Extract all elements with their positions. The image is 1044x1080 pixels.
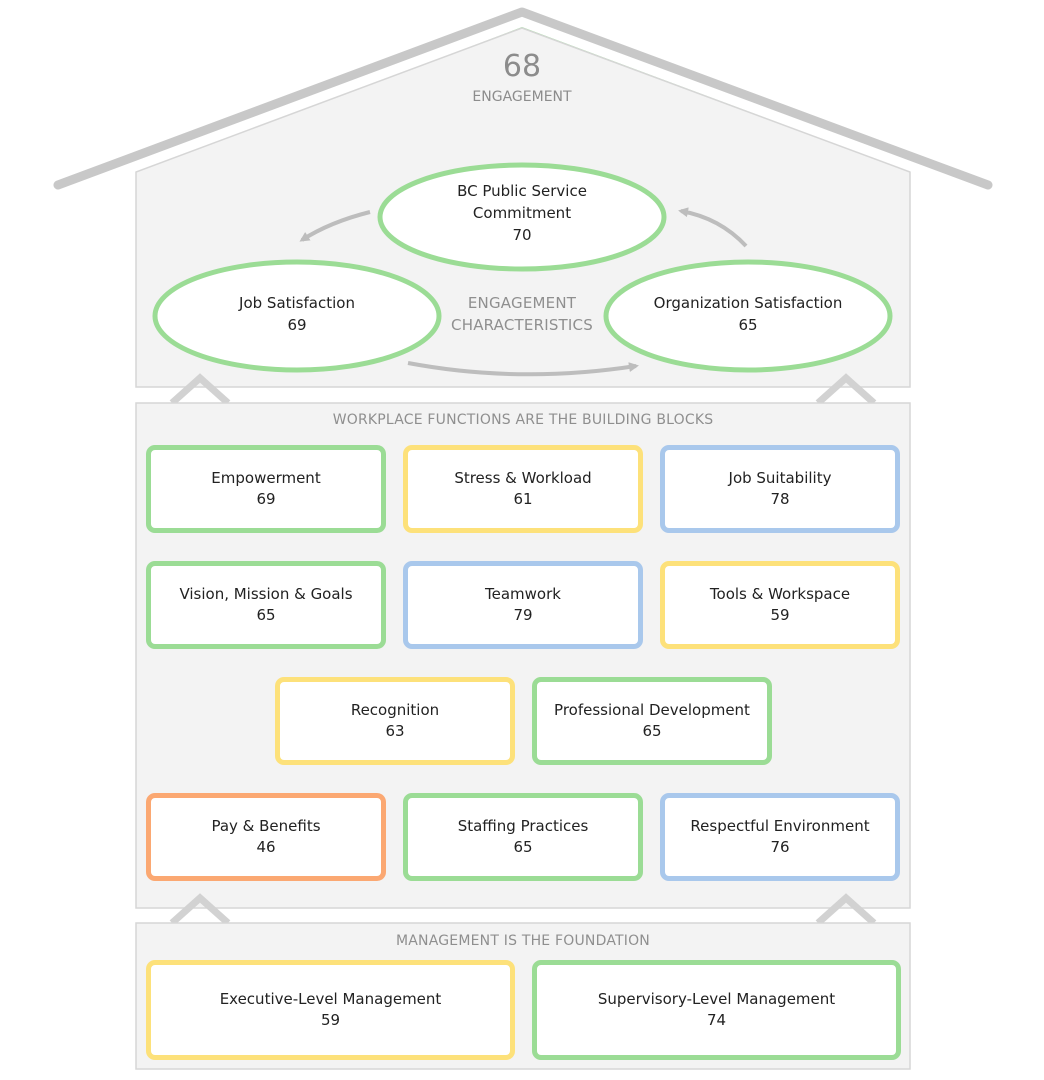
block-vision-mission-goals: Vision, Mission & Goals 65: [146, 561, 386, 649]
block-staffing-practices: Staffing Practices 65: [403, 793, 643, 881]
block-label: Staffing Practices: [457, 817, 589, 835]
block-professional-development: Professional Development 65: [532, 677, 772, 765]
block-label: Stress & Workload: [454, 469, 592, 487]
block-score: 74: [706, 1011, 727, 1029]
block-score: 65: [513, 838, 533, 856]
block-label: Supervisory-Level Management: [597, 990, 836, 1008]
block-score: 69: [256, 490, 276, 508]
organization-satisfaction-score: 65: [738, 316, 758, 334]
block-tools-workspace: Tools & Workspace 59: [660, 561, 900, 649]
block-stress-workload: Stress & Workload 61: [403, 445, 643, 533]
engagement-label: ENGAGEMENT: [472, 89, 572, 105]
block-respectful-environment: Respectful Environment 76: [660, 793, 900, 881]
block-label: Recognition: [350, 701, 440, 719]
commitment-label-line2: Commitment: [472, 204, 572, 222]
job-satisfaction-label: Job Satisfaction: [239, 294, 355, 312]
block-score: 65: [256, 606, 276, 624]
job-satisfaction-ellipse: [152, 259, 442, 373]
block-label: Executive-Level Management: [219, 990, 442, 1008]
engagement-characteristics-line1: ENGAGEMENT: [467, 294, 577, 312]
block-label: Teamwork: [485, 585, 561, 603]
block-label: Professional Development: [554, 701, 750, 719]
connector-chevron: [815, 373, 877, 406]
commitment-ellipse: [377, 162, 667, 272]
engagement-score: 68: [502, 49, 542, 84]
block-score: 59: [320, 1011, 341, 1029]
job-satisfaction-text: Job Satisfaction 69: [177, 292, 417, 336]
arrow-commitment-to-job: [299, 210, 371, 242]
block-score: 76: [770, 838, 790, 856]
block-label: Job Suitability: [728, 469, 832, 487]
block-score: 59: [770, 606, 790, 624]
block-executive-level-management: Executive-Level Management 59: [146, 960, 515, 1060]
block-supervisory-level-management: Supervisory-Level Management 74: [532, 960, 901, 1060]
connector-chevron: [169, 893, 231, 926]
organization-satisfaction-label: Organization Satisfaction: [653, 294, 843, 312]
block-label: Pay & Benefits: [211, 817, 321, 835]
block-label: Vision, Mission & Goals: [179, 585, 353, 603]
roof-line: [53, 7, 993, 190]
management-heading: MANAGEMENT IS THE FOUNDATION: [396, 933, 650, 949]
block-label: Respectful Environment: [690, 817, 870, 835]
commitment-text: BC Public Service Commitment 70: [402, 180, 642, 246]
engagement-characteristics-line2: CHARACTERISTICS: [451, 316, 593, 334]
block-score: 61: [513, 490, 533, 508]
arrow-organization-to-commitment: [678, 207, 748, 248]
engagement-characteristics-label: ENGAGEMENT CHARACTERISTICS: [432, 292, 612, 336]
arrow-job-to-organization: [407, 361, 639, 377]
block-empowerment: Empowerment 69: [146, 445, 386, 533]
block-score: 78: [770, 490, 790, 508]
block-score: 79: [513, 606, 533, 624]
connector-chevron: [815, 893, 877, 926]
connector-chevron: [169, 373, 231, 406]
block-score: 63: [385, 722, 405, 740]
commitment-score: 70: [512, 226, 532, 244]
block-pay-benefits: Pay & Benefits 46: [146, 793, 386, 881]
block-score: 65: [642, 722, 662, 740]
workplace-heading: WORKPLACE FUNCTIONS ARE THE BUILDING BLO…: [332, 412, 714, 428]
block-label: Tools & Workspace: [709, 585, 851, 603]
commitment-label-line1: BC Public Service: [457, 182, 587, 200]
block-recognition: Recognition 63: [275, 677, 515, 765]
block-job-suitability: Job Suitability 78: [660, 445, 900, 533]
block-teamwork: Teamwork 79: [403, 561, 643, 649]
block-label: Empowerment: [211, 469, 321, 487]
job-satisfaction-score: 69: [287, 316, 307, 334]
organization-satisfaction-ellipse: [603, 259, 893, 373]
organization-satisfaction-text: Organization Satisfaction 65: [618, 292, 878, 336]
block-score: 46: [256, 838, 276, 856]
